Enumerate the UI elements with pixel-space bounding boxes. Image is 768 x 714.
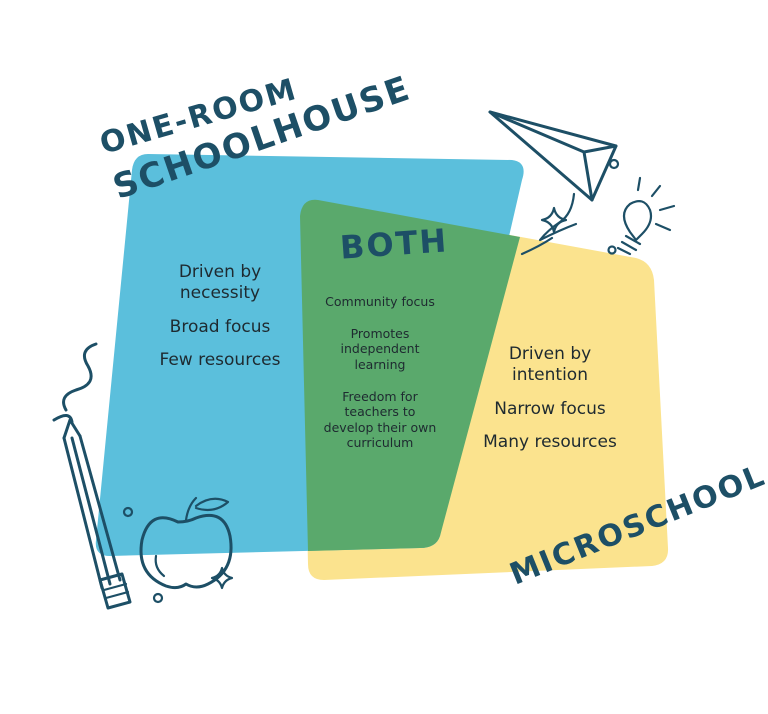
dot-decoration <box>152 592 164 604</box>
list-item: Broad focus <box>169 316 271 337</box>
apple-icon <box>139 496 233 590</box>
list-item: Driven by necessity <box>178 262 262 304</box>
list-item: Promotes independent learning <box>340 325 420 372</box>
both-heading: BOTH <box>338 221 450 267</box>
paper-plane-icon <box>488 110 618 256</box>
list-item: Few resources <box>159 349 281 370</box>
lightbulb-icon <box>616 176 676 256</box>
microschool-list: Driven by intention Narrow focus Many re… <box>470 344 630 465</box>
dot-decoration <box>607 245 617 255</box>
dot-decoration <box>608 158 620 170</box>
sparkle-icon <box>210 566 234 590</box>
list-item: Many resources <box>483 431 617 452</box>
both-list: Community focus Promotes independent lea… <box>320 294 440 467</box>
one-room-schoolhouse-list: Driven by necessity Broad focus Few reso… <box>140 262 300 383</box>
dot-decoration <box>122 506 134 518</box>
list-item: Narrow focus <box>494 398 606 419</box>
both-overlap-region <box>300 199 520 552</box>
list-item: Freedom for teachers to develop their ow… <box>323 388 437 451</box>
pencil-icon <box>52 342 132 610</box>
list-item: Community focus <box>325 294 435 309</box>
list-item: Driven by intention <box>508 344 592 386</box>
sparkle-icon <box>540 206 568 234</box>
